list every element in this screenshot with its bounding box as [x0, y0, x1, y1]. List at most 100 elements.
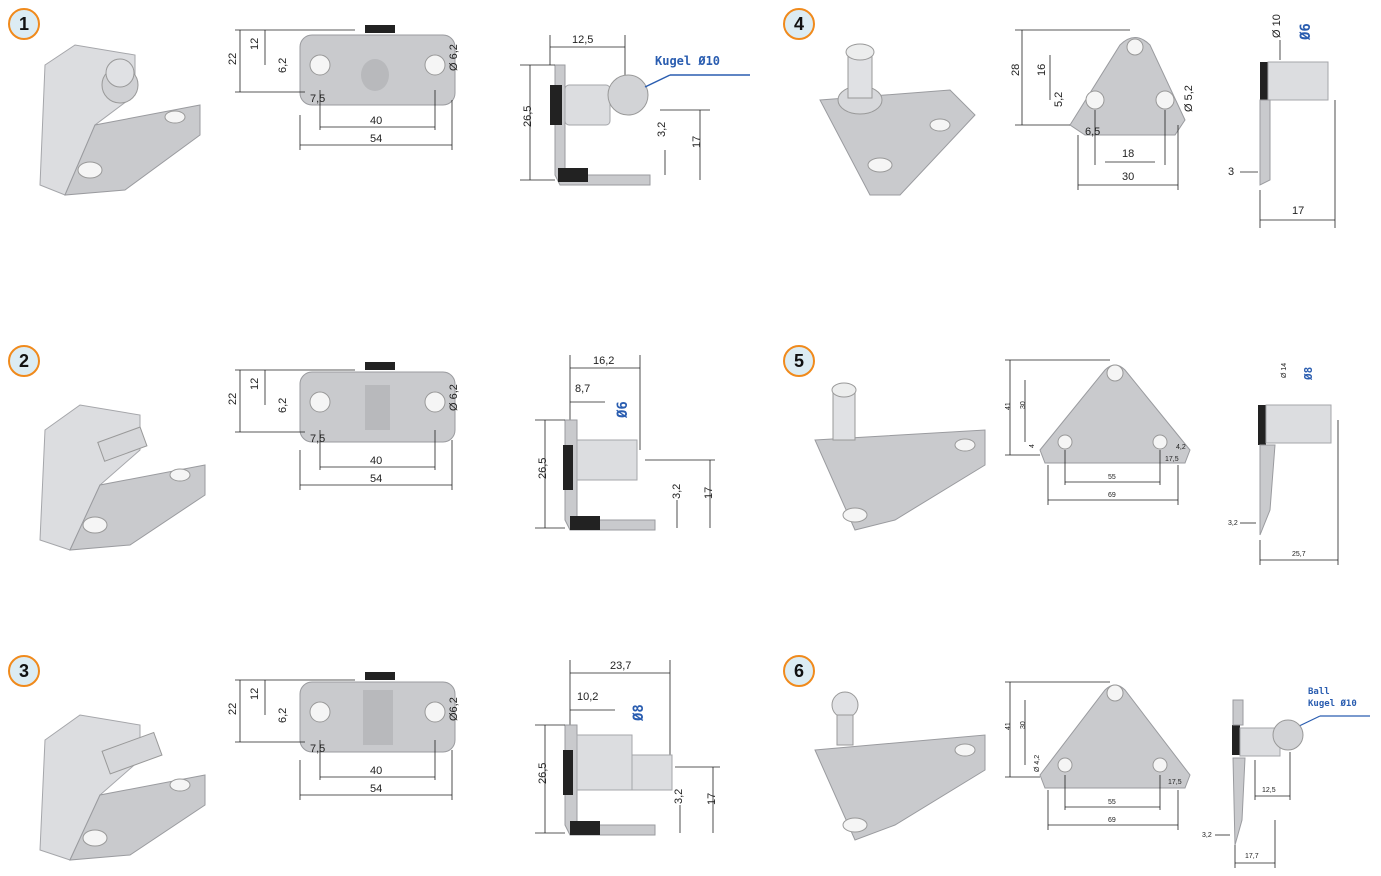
- dim2-w1: 40: [370, 455, 382, 467]
- dim2-hole-d: Ø 6,2: [448, 384, 460, 411]
- dim3-h1: 22: [227, 703, 239, 715]
- front-view-2: 22 12 6,2 Ø 6,2 7,5 40 54: [227, 362, 460, 490]
- dim3-side-height: 26,5: [537, 763, 549, 784]
- callout-ball: Kugel Ø10: [655, 54, 720, 68]
- dim6-h2: 30: [1020, 721, 1027, 729]
- dim3-side-mid: 10,2: [577, 691, 598, 703]
- dim6-base: 17,7: [1245, 853, 1259, 860]
- dim2-side-base: 17: [703, 487, 715, 499]
- dim2-side-pin: Ø6: [615, 401, 631, 419]
- dim3-edge: 7,5: [310, 743, 325, 755]
- dim4-edge: 6,5: [1085, 126, 1100, 138]
- badge-5: 5: [783, 345, 815, 377]
- dim6-thick: 3,2: [1202, 832, 1212, 839]
- dim4-thick: 3: [1228, 166, 1234, 178]
- dim5-h2: 30: [1020, 401, 1027, 409]
- dim4-w1: 18: [1122, 148, 1134, 160]
- panel-6: 6 41 30 Ø 4,2 17,5 55 69 Ball Kugel Ø10: [780, 640, 1380, 876]
- dim3-side-small: 3,2: [673, 789, 685, 804]
- dim2-side-height: 26,5: [537, 458, 549, 479]
- dim3-hole-d: Ø6,2: [448, 697, 460, 721]
- dim5-thick: 3,2: [1228, 520, 1238, 527]
- dim5-w1: 55: [1108, 474, 1116, 481]
- dim-side-height: 26,5: [522, 106, 534, 127]
- dim-side-top: 12,5: [572, 34, 593, 46]
- dim2-side-top: 16,2: [593, 355, 614, 367]
- dim4-hole-h: 5,2: [1053, 92, 1065, 107]
- dim3-side-base: 17: [706, 793, 718, 805]
- dim3-h2: 12: [249, 688, 261, 700]
- panel-3: 3 22 12 6,2 Ø6,2 7,5 40 54 23,7: [0, 640, 760, 876]
- side-view-6: Ball Kugel Ø10 12,5 3,2 17,7: [1202, 687, 1370, 868]
- dim2-side-mid: 8,7: [575, 383, 590, 395]
- bracket-3d-view-4: [819, 43, 976, 196]
- callout6-ball: Ball: [1308, 687, 1330, 697]
- bracket-3d-view-2: [39, 404, 206, 551]
- side-view-1: 12,5 26,5 17 3,2 Kugel Ø10: [520, 34, 750, 186]
- dim-h2: 12: [249, 38, 261, 50]
- dim4-base: 17: [1292, 205, 1304, 217]
- side-view-5: Ø 14 Ø8 3,2 25,7: [1228, 363, 1339, 565]
- dim2-w2: 54: [370, 473, 382, 485]
- front-view-5: 41 30 4 4,2 17,5 55 69: [1005, 359, 1191, 505]
- callout6-kugel: Kugel Ø10: [1308, 698, 1357, 709]
- dim3-w2: 54: [370, 783, 382, 795]
- dim-hole-d: Ø 6,2: [448, 44, 460, 71]
- dim5-h1: 41: [1005, 402, 1012, 410]
- front-view-1: 22 12 6,2 Ø 6,2 7,5 40 54: [227, 25, 460, 150]
- dim5-top-dia: Ø 14: [1281, 363, 1288, 378]
- bracket-3d-view-3: [39, 714, 206, 861]
- dim5-w2: 69: [1108, 492, 1116, 499]
- dim4-top-dia: Ø 10: [1271, 14, 1283, 38]
- front-view-6: 41 30 Ø 4,2 17,5 55 69: [1005, 681, 1191, 830]
- side-view-3: 23,7 10,2 Ø8 26,5 17 3,2: [535, 660, 720, 836]
- dim4-h2: 16: [1036, 64, 1048, 76]
- front-view-4: 28 16 5,2 Ø 5,2 6,5 18 30: [1010, 29, 1195, 190]
- side-view-2: 16,2 8,7 Ø6 26,5 17 3,2: [535, 355, 715, 531]
- bracket-3d-view-5: [814, 382, 986, 531]
- dim3-side-pin: Ø8: [631, 704, 647, 722]
- dim5-pin: Ø8: [1302, 367, 1315, 381]
- dim6-hole-h: Ø 4,2: [1034, 755, 1041, 772]
- badge-4: 4: [783, 8, 815, 40]
- dim-hole-h: 6,2: [277, 58, 289, 73]
- bracket-3d-view-6: [814, 691, 986, 841]
- dim-h1: 22: [227, 53, 239, 65]
- dim6-h1: 41: [1005, 722, 1012, 730]
- badge-2: 2: [8, 345, 40, 377]
- dim3-side-top: 23,7: [610, 660, 631, 672]
- dim4-hole-d: Ø 5,2: [1183, 85, 1195, 112]
- dim-side-small: 3,2: [656, 122, 668, 137]
- dim5-hole-d: 4,2: [1176, 444, 1186, 451]
- dim5-base: 25,7: [1292, 551, 1306, 558]
- dim2-side-small: 3,2: [671, 484, 683, 499]
- dim-side-base: 17: [691, 136, 703, 148]
- dim-w2: 54: [370, 133, 382, 145]
- dim2-h2: 12: [249, 378, 261, 390]
- dim4-w2: 30: [1122, 171, 1134, 183]
- side-view-4: Ø 10 Ø6 3 17: [1228, 14, 1336, 228]
- dim2-edge: 7,5: [310, 433, 325, 445]
- dim-edge: 7,5: [310, 93, 325, 105]
- panel-1: 1 22 12 6,2 Ø 6,2 7,5 40 54: [0, 0, 760, 250]
- bracket-3d-view-1: [39, 44, 201, 196]
- front-view-3: 22 12 6,2 Ø6,2 7,5 40 54: [227, 672, 460, 800]
- dim2-h1: 22: [227, 393, 239, 405]
- dim4-h1: 28: [1010, 64, 1022, 76]
- panel-2: 2 22 12 6,2 Ø 6,2 7,5 40 54 16,2: [0, 330, 760, 580]
- dim6-top: 12,5: [1262, 787, 1276, 794]
- dim6-edge: 17,5: [1168, 779, 1182, 786]
- dim4-pin: Ø6: [1298, 23, 1314, 41]
- dim6-w2: 69: [1108, 817, 1116, 824]
- dim3-w1: 40: [370, 765, 382, 777]
- dim5-edge: 17,5: [1165, 456, 1179, 463]
- dim3-hole-h: 6,2: [277, 708, 289, 723]
- badge-3: 3: [8, 655, 40, 687]
- dim5-hole-h: 4: [1029, 444, 1036, 448]
- dim6-w1: 55: [1108, 799, 1116, 806]
- dim2-hole-h: 6,2: [277, 398, 289, 413]
- dim-w1: 40: [370, 115, 382, 127]
- panel-5: 5 41 30 4 4,2 17,5 55 69 Ø 14 Ø8 3,: [780, 330, 1380, 580]
- badge-6: 6: [783, 655, 815, 687]
- badge-1: 1: [8, 8, 40, 40]
